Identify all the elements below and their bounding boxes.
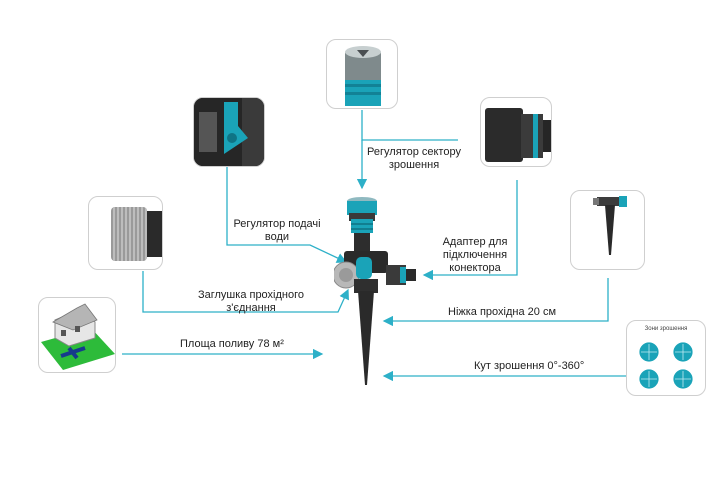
- line-sector: [361, 110, 458, 141]
- label-water-regulator-line2: води: [264, 231, 290, 243]
- label-adapter-line2: підключення: [442, 249, 508, 261]
- flow-knob-icon: [194, 98, 264, 166]
- thumb-water-regulator: [193, 97, 265, 167]
- thumb-area: [38, 297, 116, 373]
- thumb-zones: Зони зрошення: [626, 320, 706, 396]
- plug-cap-icon: [111, 207, 162, 261]
- house-lawn-icon: [41, 303, 115, 370]
- label-sector-regulator-line2: зрошення: [388, 159, 440, 171]
- line-spike: [382, 278, 609, 327]
- label-spike: Ніжка прохідна 20 см: [448, 306, 557, 318]
- label-water-regulator: Регулятор подачі води: [232, 218, 322, 244]
- line-water: [226, 165, 348, 263]
- label-adapter-line3: конектора: [449, 262, 501, 274]
- label-adapter: Адаптер для підключення конектора: [438, 236, 512, 275]
- label-sector-regulator: Регулятор сектору зрошення: [364, 146, 464, 172]
- adapter-icon: [485, 108, 551, 162]
- spike-icon: [593, 196, 627, 255]
- line-plug: [142, 271, 349, 313]
- zones-diagram-icon: [638, 341, 694, 390]
- sprinkler-head-icon: [345, 46, 381, 106]
- label-plug-line2: з'єднання: [226, 302, 276, 314]
- line-adapter: [422, 180, 518, 281]
- thumb-sector-regulator: [326, 39, 398, 109]
- zones-title: Зони зрошення: [644, 326, 688, 332]
- label-plug-line1: Заглушка прохідного: [197, 289, 304, 301]
- label-angle: Кут зрошення 0°-360°: [474, 360, 585, 372]
- label-area: Площа поливу 78 м²: [180, 338, 284, 350]
- thumb-spike: [570, 190, 645, 270]
- thumb-adapter: [480, 97, 552, 167]
- sprinkler-product: [334, 197, 416, 385]
- label-sector-regulator-line1: Регулятор сектору: [367, 146, 461, 158]
- label-plug: Заглушка прохідного з'єднання: [196, 289, 306, 315]
- thumb-plug: [88, 196, 163, 270]
- label-adapter-line1: Адаптер для: [442, 236, 508, 248]
- label-water-regulator-line1: Регулятор подачі: [233, 218, 321, 230]
